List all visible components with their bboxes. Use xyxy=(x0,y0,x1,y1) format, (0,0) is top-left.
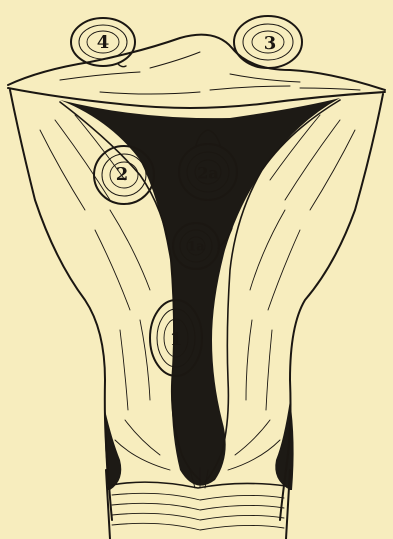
left-uterine-wall xyxy=(10,90,112,520)
fundus-wall xyxy=(8,35,385,90)
fibroid-label-3: 3 xyxy=(264,33,277,54)
fibroid-label-2: 2 xyxy=(116,164,129,185)
fibroid-2: 2 xyxy=(94,146,154,204)
fibroid-4: 4 xyxy=(71,18,135,67)
fibroid-label-1: 1 xyxy=(170,329,183,350)
fibroid-label-2a: 2a xyxy=(197,164,219,183)
right-uterine-wall xyxy=(280,94,383,520)
fibroid-label-1a: 1a xyxy=(187,240,205,255)
fibroid-3: 3 xyxy=(234,16,302,68)
fibroid-label-4: 4 xyxy=(97,32,110,53)
